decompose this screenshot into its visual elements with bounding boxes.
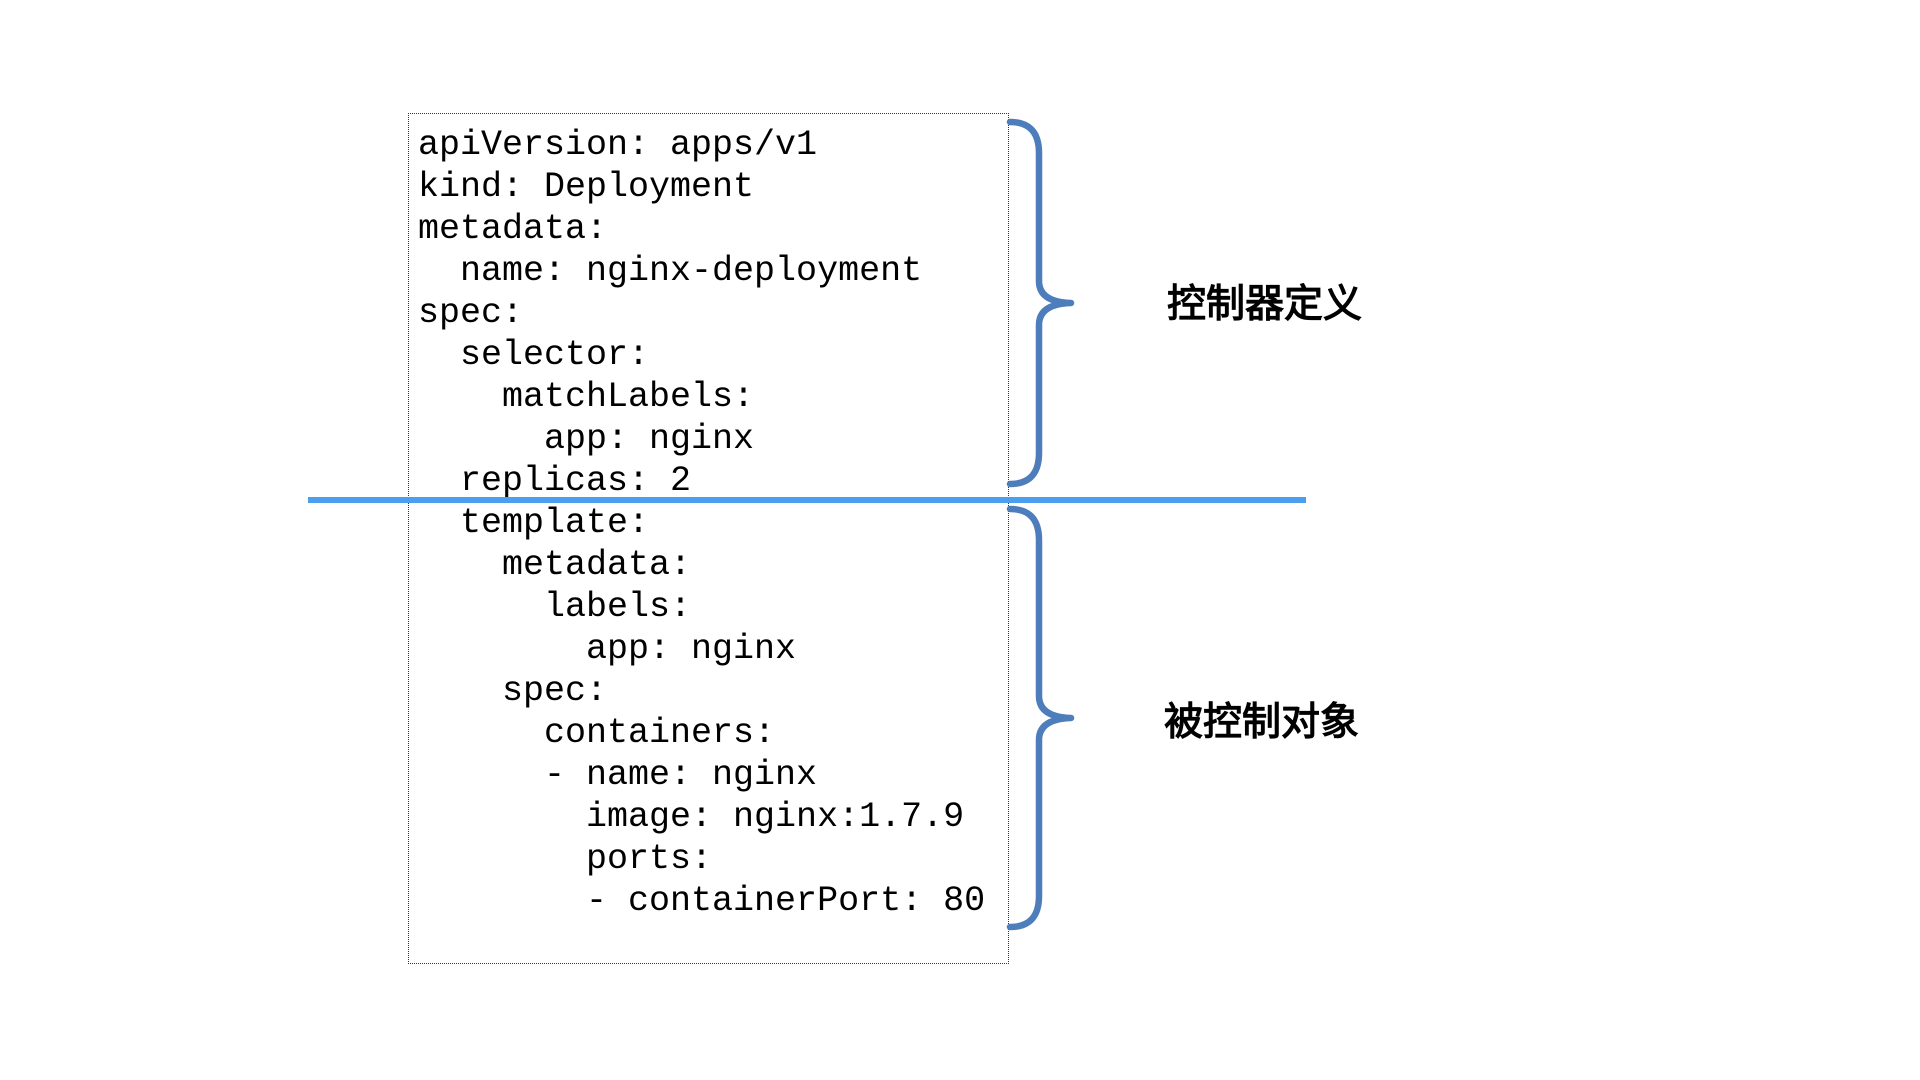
controller-definition-label: 控制器定义 xyxy=(1167,283,1363,326)
yaml-line: apiVersion: apps/v1 xyxy=(418,125,818,165)
yaml-line: replicas: 2 xyxy=(418,461,692,501)
controlled-object-label: 被控制对象 xyxy=(1164,701,1360,744)
bottom-curly-brace-icon xyxy=(1005,504,1081,932)
yaml-line: spec: xyxy=(418,293,524,333)
yaml-line: labels: xyxy=(418,587,692,627)
section-divider-line xyxy=(308,497,1306,503)
yaml-line: app: nginx xyxy=(418,629,797,669)
yaml-line: image: nginx:1.7.9 xyxy=(418,797,965,837)
yaml-line: metadata: xyxy=(418,545,692,585)
yaml-line: - containerPort: 80 xyxy=(418,881,986,921)
top-curly-brace-icon xyxy=(1005,117,1081,489)
yaml-line: selector: xyxy=(418,335,650,375)
yaml-line: ports: xyxy=(418,839,713,879)
yaml-code-block: apiVersion: apps/v1 kind: Deployment met… xyxy=(409,114,1008,922)
yaml-line: template: xyxy=(418,503,650,543)
yaml-manifest-box: apiVersion: apps/v1 kind: Deployment met… xyxy=(408,113,1009,964)
yaml-line: metadata: xyxy=(418,209,608,249)
yaml-line: name: nginx-deployment xyxy=(418,251,923,291)
yaml-line: app: nginx xyxy=(418,419,755,459)
yaml-line: spec: xyxy=(418,671,608,711)
yaml-line: containers: xyxy=(418,713,776,753)
yaml-line: matchLabels: xyxy=(418,377,755,417)
yaml-line: kind: Deployment xyxy=(418,167,755,207)
yaml-line: - name: nginx xyxy=(418,755,818,795)
